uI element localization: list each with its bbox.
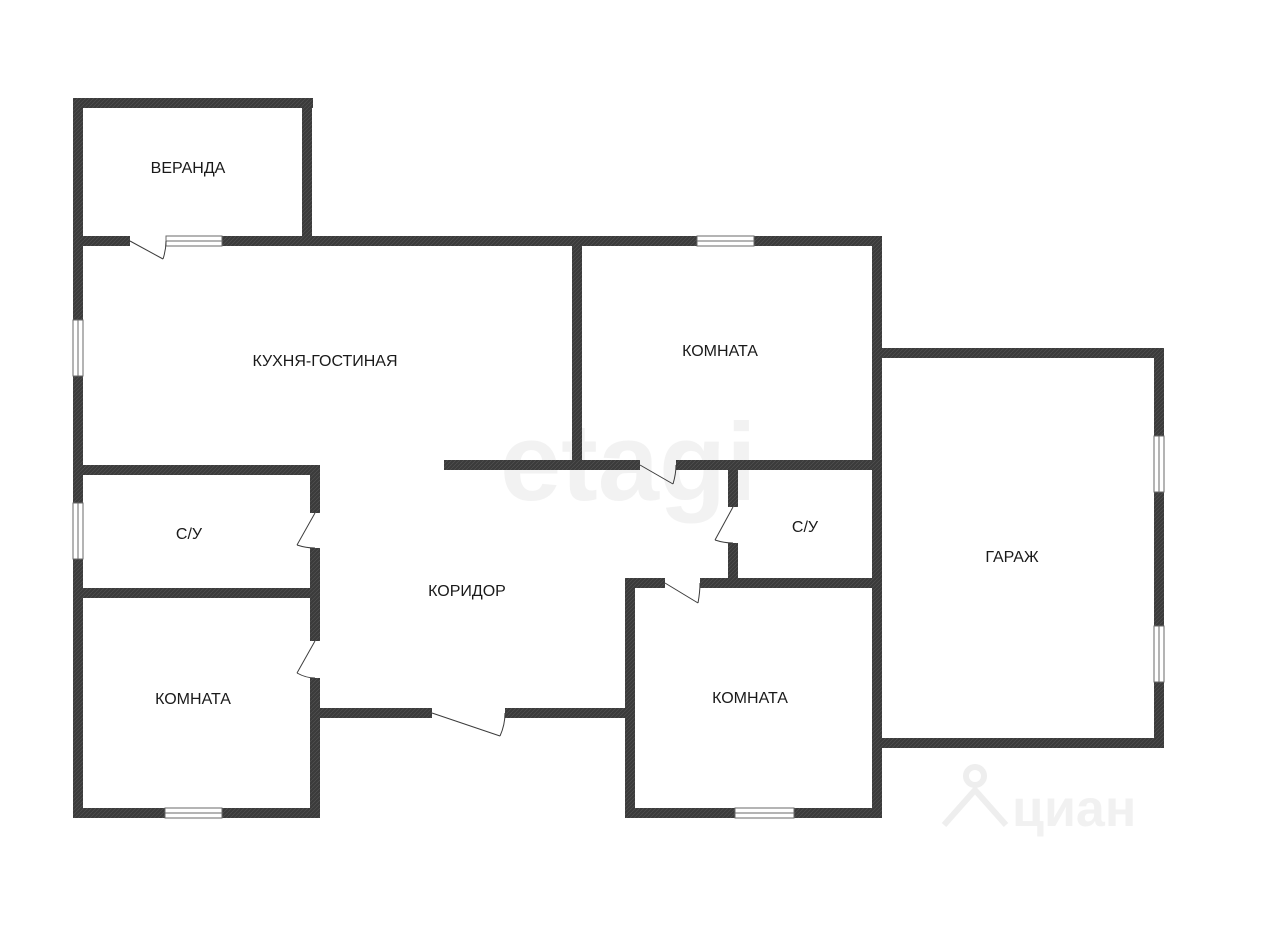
door-bath-left [296,512,316,549]
door-room-bottom-center [664,582,701,604]
wall-veranda-top [73,98,313,108]
label-garage: ГАРАЖ [985,549,1039,566]
wall-room-bc-left [625,578,635,818]
wall-bath-left-right-a [310,465,320,513]
label-room-bottom-center: КОМНАТА [712,690,788,707]
svg-text:циан: циан [1012,780,1136,838]
wall-bath-right-left-a [728,465,738,507]
wall-garage-right-c [1154,682,1164,748]
window-room-top [696,235,755,247]
label-room-bottom-left: КОМНАТА [155,691,231,708]
wall-room-bl-bottom-a [73,808,165,818]
wall-room-bl-right [310,678,320,818]
wall-kitchen-room [572,236,582,468]
wall-room-bl-bottom-b [222,808,320,818]
wall-top-main-b [222,236,697,246]
label-bathroom-left: С/У [176,526,203,543]
label-bathroom-right: С/У [792,519,819,536]
wall-room-bc-top [625,578,665,588]
room-labels: ВЕРАНДА КУХНЯ-ГОСТИНАЯ КОМНАТА С/У КОРИД… [151,160,1039,708]
wall-mid-b [676,460,882,470]
wall-bath-right-left-b [728,543,738,585]
door-room-top [639,464,677,485]
wall-garage-bottom [872,738,1164,748]
cian-logo-icon [941,764,1009,827]
window-garage-upper [1153,435,1165,493]
wall-corridor-bottom-b [505,708,635,718]
cian-watermark: циан [941,764,1136,838]
wall-room-bc-bottom-a [625,808,735,818]
wall-left-outer [73,98,83,818]
door-bath-right [714,506,734,544]
wall-right-main [872,236,882,818]
wall-bath-left-bottom [73,588,319,598]
window-room-bottom-left [164,807,223,819]
wall-veranda-right [302,98,312,244]
wall-corridor-bottom-a [320,708,432,718]
door-room-bottom-left [296,640,316,679]
wall-room-bc-bottom-b [794,808,882,818]
doors [129,240,734,737]
wall-garage-right-b [1154,492,1164,626]
label-corridor: КОРИДОР [428,583,506,600]
wall-top-main-c [754,236,882,246]
window-kitchen-left [72,319,84,377]
wall-bath-left-top [73,465,319,475]
walls [73,98,1164,818]
window-bath-left [72,502,84,560]
wall-garage-top [872,348,1164,358]
windows [72,235,1165,819]
window-veranda [165,235,223,247]
label-veranda: ВЕРАНДА [151,160,226,177]
label-room-top: КОМНАТА [682,343,758,360]
wall-mid-a [444,460,640,470]
label-kitchen-living: КУХНЯ-ГОСТИНАЯ [252,353,397,370]
wall-bath-right-bottom [700,578,882,588]
door-veranda [129,240,167,260]
wall-top-main-a [73,236,130,246]
window-room-bottom-center [734,807,795,819]
window-garage-lower [1153,625,1165,683]
door-entrance [431,712,506,737]
wall-garage-right-a [1154,348,1164,436]
